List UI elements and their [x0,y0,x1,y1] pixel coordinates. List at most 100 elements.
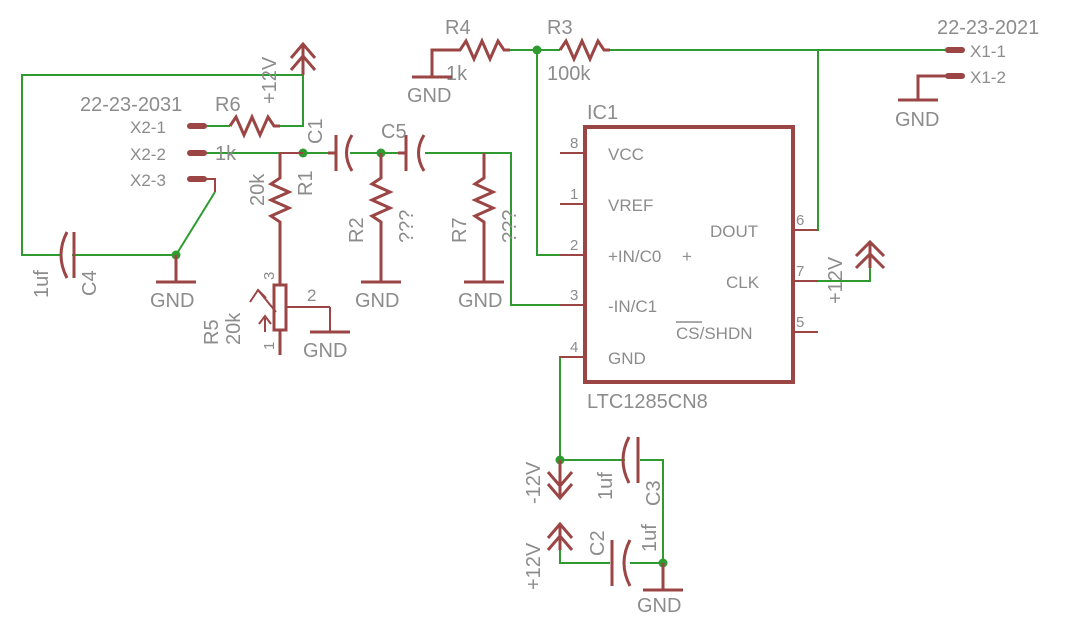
neg12-symbol: -12V [523,460,574,504]
ic-cs-bar: CS [676,324,700,343]
gnd-symbol-r7: GND [458,280,504,312]
r6-value: 1k [215,143,237,165]
gnd-symbol-r4: GND [407,75,452,107]
gnd-label: GND [303,340,347,362]
ic-pin-name: -IN/C1 [608,297,657,316]
x2-pin-3-label: X2-3 [130,171,166,190]
plus12-symbol-top: +12V [259,41,317,104]
r2-value: ??? [396,210,418,243]
neg12-label: -12V [523,461,545,504]
ic-pin-num: 2 [570,237,578,254]
connector-x1-name: 22-23-2021 [937,17,1039,39]
c4-value: 1uf [31,270,53,298]
capacitor-c2: C2 1uf [587,524,661,587]
ic-pin-num: 6 [796,212,804,229]
x2-pin-2-label: X2-2 [130,145,166,164]
wire-dout [795,50,819,231]
ic-pin-num: 1 [570,186,578,203]
r1-value: 20k [247,173,269,206]
wire-c3-gnd [640,459,664,563]
ic-pin-name: VREF [608,196,653,215]
r5-pin-2: 2 [307,286,316,305]
ic-pin-num: 4 [570,339,578,356]
r3-value: 100k [547,63,591,85]
c2-name: C2 [587,530,609,556]
resistor-r4: R4 1k [430,17,510,85]
ic-pin-name: +IN/C0 [608,247,661,266]
r5-pin-3: 3 [261,272,278,280]
x1-pin-2-label: X1-2 [970,68,1006,87]
ic-ltc1285: IC1 LTC1285CN8 8 VCC 1 VREF 2 +IN/C0 + 3… [560,102,818,413]
resistor-r2: R2 ??? [346,153,418,282]
plus12-label: +12V [259,56,281,104]
resistor-r3: R3 100k [547,17,610,85]
r7-value: ??? [499,210,521,243]
ic-cs-shdn-label: CS/SHDN [676,324,753,343]
resistor-r1: R1 20k [247,152,317,285]
wire-r6-plus12 [280,60,304,127]
resistor-r6: R6 1k [215,94,280,165]
potentiometer-r5: 3 2 1 R5 20k [201,272,331,355]
ic-pin-num: 7 [796,263,804,280]
r1-name: R1 [295,170,317,196]
connector-x2-name: 22-23-2031 [80,94,182,116]
gnd-label: GND [895,109,939,131]
x2-pin-1-label: X2-1 [130,118,166,137]
wire-clk-plus12 [795,268,871,282]
capacitor-c4: 1uf C4 [31,231,101,298]
gnd-symbol-r5: GND [303,330,350,362]
gnd-symbol-r2: GND [355,280,401,312]
wire-gnd-pin [559,356,585,460]
plus12-symbol-clk: +12V [825,239,886,304]
c1-name: C1 [305,118,327,144]
r5-value: 20k [223,312,245,345]
r3-name: R3 [547,17,573,39]
c5-name: C5 [381,121,407,143]
c3-value: 1uf [595,472,617,500]
c4-name: C4 [79,270,101,296]
r7-name: R7 [449,217,471,243]
wire-c2 [559,550,610,564]
c2-value: 1uf [639,524,661,552]
wire-plus12-loop [21,74,303,256]
junction-dot [532,45,542,55]
connector-x1: 22-23-2021 X1-1 X1-2 [916,17,1039,100]
ic-pin-name: VCC [608,145,644,164]
gnd-symbol-c4: GND [150,255,196,312]
r4-name: R4 [445,17,471,39]
capacitor-c1: C1 [305,118,354,172]
r4-value: 1k [446,63,468,85]
plus12-symbol-bottom: +12V [523,521,574,590]
ic-plus-mark: + [682,247,692,266]
ic-pin-num: 3 [570,287,578,304]
ic-pin-name: GND [608,349,646,368]
plus12-label: +12V [523,542,545,590]
r6-name: R6 [215,94,241,116]
gnd-label: GND [407,85,451,107]
x1-pin-1-label: X1-1 [970,42,1006,61]
ic-part-number: LTC1285CN8 [587,391,708,413]
wire-c5-in [425,152,585,306]
gnd-symbol-bottom: GND [637,563,683,617]
plus12-label: +12V [825,256,847,304]
ic-pin-num: 5 [796,314,804,331]
gnd-symbol-x1: GND [895,98,939,131]
resistor-r7: R7 ??? [449,153,521,282]
c3-name: C3 [643,480,665,506]
capacitor-c3: 1uf C3 [595,436,665,506]
gnd-label: GND [150,290,194,312]
ic-pin-name: DOUT [710,222,758,241]
ic-shdn: /SHDN [700,324,753,343]
gnd-label: GND [355,290,399,312]
gnd-label: GND [458,290,502,312]
capacitor-c5: C5 [381,121,426,172]
ic-pin-num: 8 [570,135,578,152]
ic-name: IC1 [587,102,618,124]
r2-name: R2 [346,217,368,243]
gnd-label: GND [637,595,681,617]
x2-3-lead [204,178,216,192]
connector-x2: 22-23-2031 X2-1 X2-2 X2-3 [80,94,216,192]
ic-pin-name: CLK [726,273,760,292]
wire-x23-diag [175,191,216,256]
